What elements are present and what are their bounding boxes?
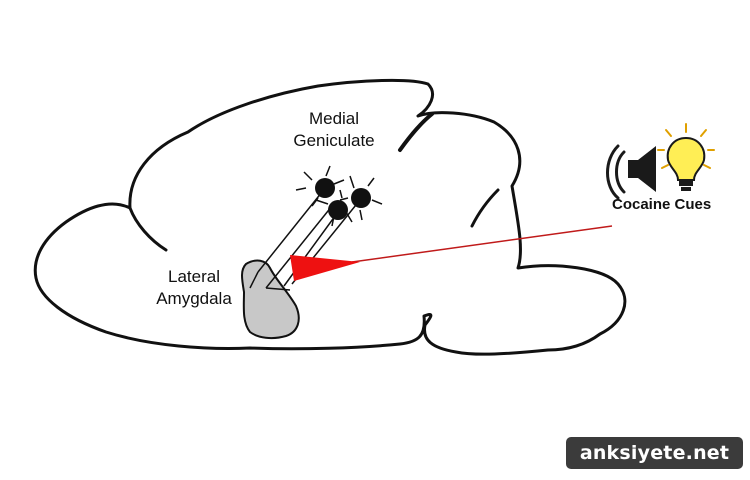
neuron-2: [351, 188, 371, 208]
lightbulb-icon: [657, 123, 715, 191]
sulcus-front: [128, 206, 168, 252]
cocaine-cues-label: Cocaine Cues: [612, 196, 712, 213]
cue-arrow: [290, 255, 360, 281]
sulcus-top: [398, 112, 434, 152]
lateral-amygdala-label-line1: Lateral: [168, 267, 220, 286]
neuron-3: [328, 200, 348, 220]
medial-geniculate-neurons: [295, 165, 383, 227]
brain-outline: [33, 78, 627, 356]
speaker-icon: [606, 144, 656, 200]
medial-geniculate-label-line2: Geniculate: [293, 131, 375, 150]
cue-line: [351, 225, 613, 263]
lateral-amygdala-label-line2: Amygdala: [156, 289, 232, 308]
medial-geniculate-label: Medial Geniculate: [278, 108, 390, 152]
medial-geniculate-label-line1: Medial: [308, 109, 360, 128]
lateral-amygdala-label: Lateral Amygdala: [146, 266, 242, 310]
neuron-1: [315, 178, 335, 198]
sulcus-back: [470, 188, 500, 228]
lateral-amygdala-region: [241, 259, 300, 340]
watermark-badge: anksiyete.net: [566, 437, 743, 469]
